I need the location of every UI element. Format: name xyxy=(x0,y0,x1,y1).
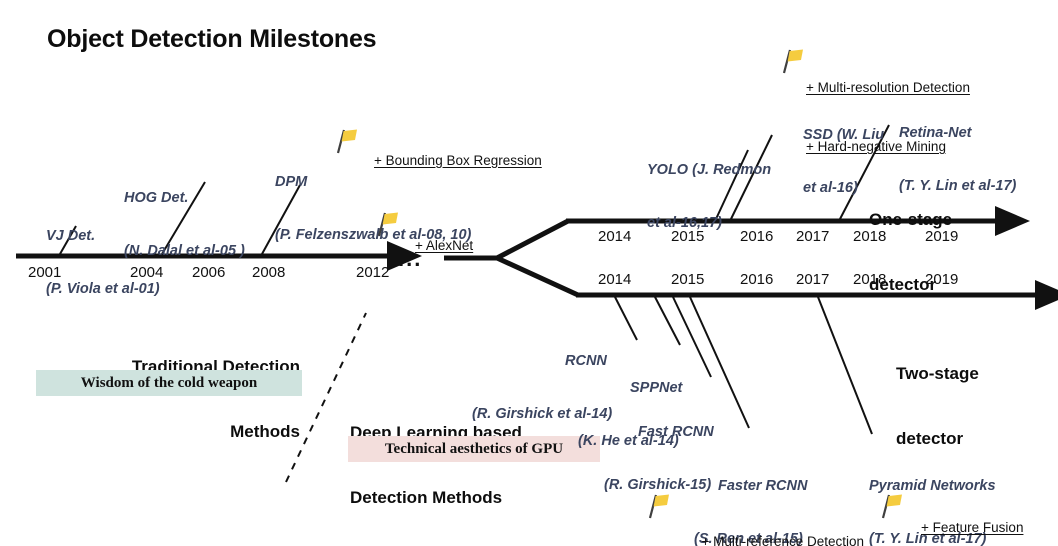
method-name: DPM xyxy=(275,174,308,191)
year-tick-two-stage-2016: 2016 xyxy=(740,271,774,288)
method-label-retina-net: Retina-Net (T. Y. Lin et al-17) xyxy=(899,90,1016,232)
annotation-alexnet: + AlexNet xyxy=(400,216,473,275)
method-name: Fast RCNN xyxy=(638,424,714,441)
method-label-yolo: YOLO (J. Redmon et al-16,17) xyxy=(647,127,771,269)
annotation-line: + Multi-resolution Detection xyxy=(806,80,970,96)
method-label-hog-det: HOG Det. (N. Dalal et al-05 ) xyxy=(124,155,245,297)
flag-icon xyxy=(881,494,902,519)
method-name: SSD (W. Liu xyxy=(803,127,885,144)
annotation-one-stage-features: + Multi-resolution Detection + Hard-nega… xyxy=(806,39,970,196)
year-tick-two-stage-2019: 2019 xyxy=(925,271,959,288)
method-citation: (R. Girshick-15) xyxy=(604,477,712,494)
method-citation: (R. Girshick et al-14) xyxy=(472,406,613,423)
flag-icon xyxy=(782,49,803,74)
method-name: Pyramid Networks xyxy=(869,478,996,495)
method-citation: (S. Ren et al-15) xyxy=(694,531,803,546)
year-tick-one-stage-2018: 2018 xyxy=(853,228,887,245)
method-label-sppnet: SPPNet (K. He et al-14) xyxy=(578,345,682,487)
year-tick-2012: 2012 xyxy=(356,264,390,281)
method-citation: (K. He et al-14) xyxy=(578,433,679,450)
heading-line-2: Detection Methods xyxy=(350,487,503,507)
chip-wisdom-of-the-cold-weapon: Wisdom of the cold weapon xyxy=(36,370,302,396)
year-tick-two-stage-2014: 2014 xyxy=(598,271,632,288)
method-citation: (P. Felzenszwalb et al-08, 10) xyxy=(275,227,472,244)
method-label-rcnn: RCNN (R. Girshick et al-14) xyxy=(472,318,612,460)
method-name: VJ Det. xyxy=(46,228,96,245)
method-citation: et al-16,17) xyxy=(647,215,722,232)
method-label-ssd: SSD (W. Liu et al-16) xyxy=(803,92,884,234)
chip-technical-aesthetics-of-gpu: Technical aesthetics of GPU xyxy=(348,436,600,462)
year-tick-one-stage-2016: 2016 xyxy=(740,228,774,245)
year-tick-two-stage-2018: 2018 xyxy=(853,271,887,288)
year-tick-2006: 2006 xyxy=(192,264,226,281)
flag-icon xyxy=(336,129,357,154)
method-label-dpm: DPM (P. Felzenszwalb et al-08, 10) xyxy=(275,139,471,281)
method-citation: (N. Dalal et al-05 ) xyxy=(124,243,245,260)
method-name: HOG Det. xyxy=(124,190,189,207)
method-name: Faster RCNN xyxy=(718,478,808,495)
flag-icon xyxy=(377,212,398,237)
heading-line-2: detector xyxy=(869,274,937,294)
annotation-multi-reference-detection: + Multi-reference Detection (Anchors Box… xyxy=(640,493,864,546)
year-tick-2001: 2001 xyxy=(28,264,62,281)
method-citation: (P. Viola et al-01) xyxy=(46,281,160,298)
method-citation: (T. Y. Lin et al-17) xyxy=(899,178,1017,195)
heading-line-1: One-stage xyxy=(869,209,953,229)
method-citation: (T. Y. Lin et al-17) xyxy=(869,531,987,546)
annotation-feature-fusion: + Feature Fusion xyxy=(906,498,1023,546)
heading-line-2: detector xyxy=(896,428,964,448)
flag-icon xyxy=(648,494,669,519)
method-citation: et al-16) xyxy=(803,180,858,197)
page-title: Object Detection Milestones xyxy=(47,25,377,53)
year-tick-one-stage-2017: 2017 xyxy=(796,228,830,245)
one-stage-detector-heading: One-stage detector xyxy=(869,165,952,339)
annotation-line: + Feature Fusion xyxy=(921,519,1024,535)
annotation-bounding-box-regression: + Bounding Box Regression xyxy=(359,131,542,190)
method-label-pyramid-networks: Pyramid Networks (T. Y. Lin et al-17) xyxy=(869,443,996,546)
heading-line-1: Two-stage xyxy=(896,363,979,383)
year-tick-2008: 2008 xyxy=(252,264,286,281)
timeline-ellipsis: ... xyxy=(398,246,423,271)
year-tick-two-stage-2015: 2015 xyxy=(671,271,705,288)
year-tick-one-stage-2015: 2015 xyxy=(671,228,705,245)
method-name: Retina-Net xyxy=(899,125,972,142)
method-label-faster-rcnn: Faster RCNN (S. Ren et al-15) xyxy=(694,443,807,546)
annotation-line: + AlexNet xyxy=(415,237,474,253)
year-tick-2004: 2004 xyxy=(130,264,164,281)
two-stage-detector-heading: Two-stage detector xyxy=(896,319,979,493)
year-tick-one-stage-2014: 2014 xyxy=(598,228,632,245)
annotation-line: + Hard-negative Mining xyxy=(806,138,946,154)
year-tick-two-stage-2017: 2017 xyxy=(796,271,830,288)
annotation-line: + Bounding Box Regression xyxy=(374,152,542,168)
method-name: RCNN xyxy=(565,353,607,370)
method-label-fast-rcnn: Fast RCNN (R. Girshick-15) xyxy=(604,389,714,531)
traditional-detection-heading: Traditional Detection Methods xyxy=(110,312,300,486)
annotation-line: + Multi-reference Detection xyxy=(701,534,864,546)
method-name: SPPNet xyxy=(630,380,683,397)
method-name: YOLO (J. Redmon xyxy=(647,162,772,179)
heading-line-2: Methods xyxy=(230,421,300,441)
method-label-vj-det: VJ Det. (P. Viola et al-01) xyxy=(46,193,160,335)
year-tick-one-stage-2019: 2019 xyxy=(925,228,959,245)
